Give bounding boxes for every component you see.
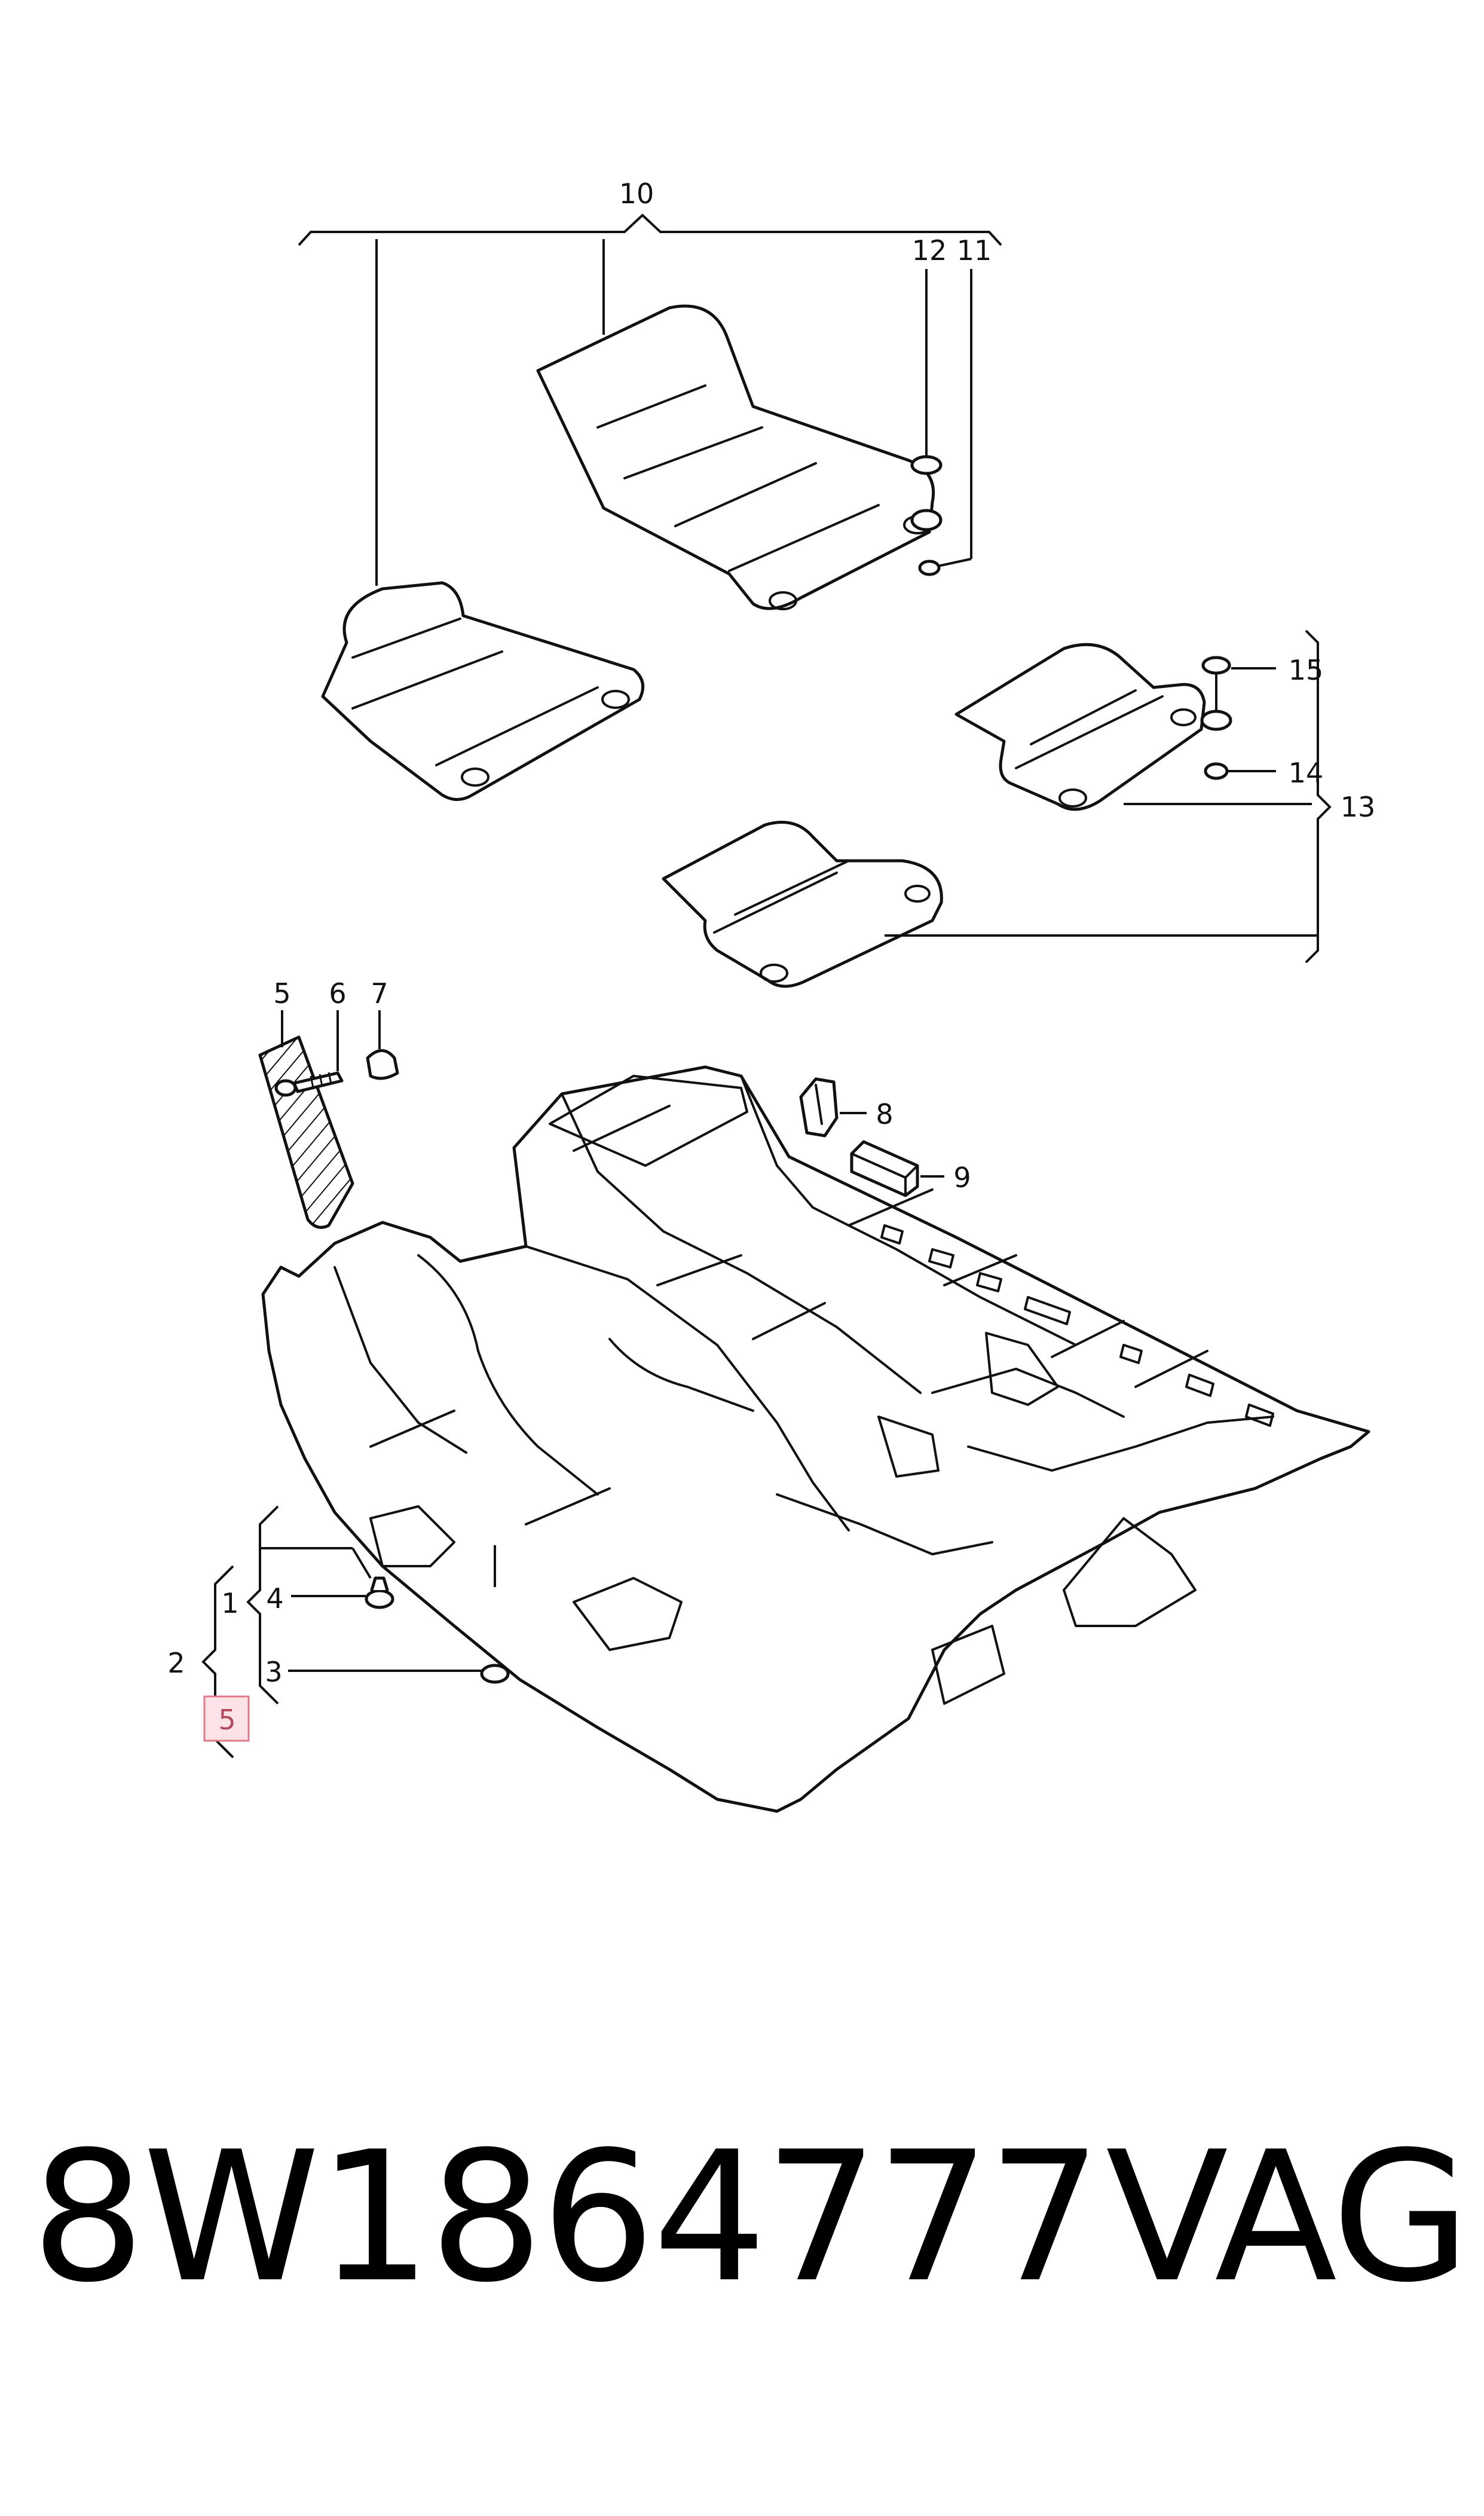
- bracket-1-2: 1 2 4 3 5: [167, 1505, 510, 1759]
- callout-10: 10: [619, 178, 654, 210]
- footer: 8W1864777 VAG: [0, 2128, 1484, 2379]
- bracket-10: 10: [298, 178, 1002, 586]
- cap-part-7: [366, 1049, 399, 1080]
- callout-13: 13: [1341, 791, 1376, 823]
- part-number: 8W1864777: [31, 2113, 1102, 2322]
- callout-1: 1: [221, 1587, 238, 1619]
- clip-part-4-top: [370, 1576, 389, 1592]
- clip-part-15: [1200, 710, 1232, 731]
- callout-11: 11: [957, 234, 992, 267]
- callout-9: 9: [953, 1161, 971, 1194]
- clip-and-block-group: 8 9: [799, 1077, 971, 1197]
- callout-14: 14: [1289, 757, 1324, 789]
- callout-6: 6: [329, 977, 346, 1010]
- highlight-box: [203, 1695, 250, 1742]
- brand-label: VAG: [1106, 2113, 1470, 2322]
- callout-2: 2: [167, 1647, 185, 1679]
- mat-front-left: [321, 581, 645, 801]
- clip-part-3: [480, 1664, 510, 1684]
- clip-part-11: [918, 560, 941, 576]
- callout-15: 15: [1289, 654, 1324, 686]
- clip-part-4: [365, 1589, 394, 1609]
- bracket-13: 13 15 14: [885, 629, 1376, 964]
- clip-part-12-upper: [910, 455, 943, 475]
- callout-5-top: 5: [273, 977, 290, 1010]
- callout-3: 3: [265, 1656, 282, 1688]
- mat-rear-left: [662, 821, 943, 988]
- clip-part-12: [910, 509, 943, 531]
- callout-4: 4: [266, 1582, 283, 1615]
- floor-carpet-main: [261, 1065, 1370, 1813]
- mat-front-right: [536, 304, 935, 610]
- trim-strip-group: 5 6 7: [258, 977, 399, 1229]
- clip-part-14: [1204, 762, 1229, 780]
- callout-7: 7: [371, 977, 388, 1010]
- clip-part-15-upper: [1201, 656, 1231, 675]
- callout-12: 12: [912, 234, 947, 267]
- callout-5-highlighted: 5: [218, 1704, 235, 1736]
- callout-8: 8: [876, 1098, 893, 1130]
- fastener-group-11-12: 12 11: [910, 234, 992, 576]
- mat-rear-right: [954, 643, 1206, 811]
